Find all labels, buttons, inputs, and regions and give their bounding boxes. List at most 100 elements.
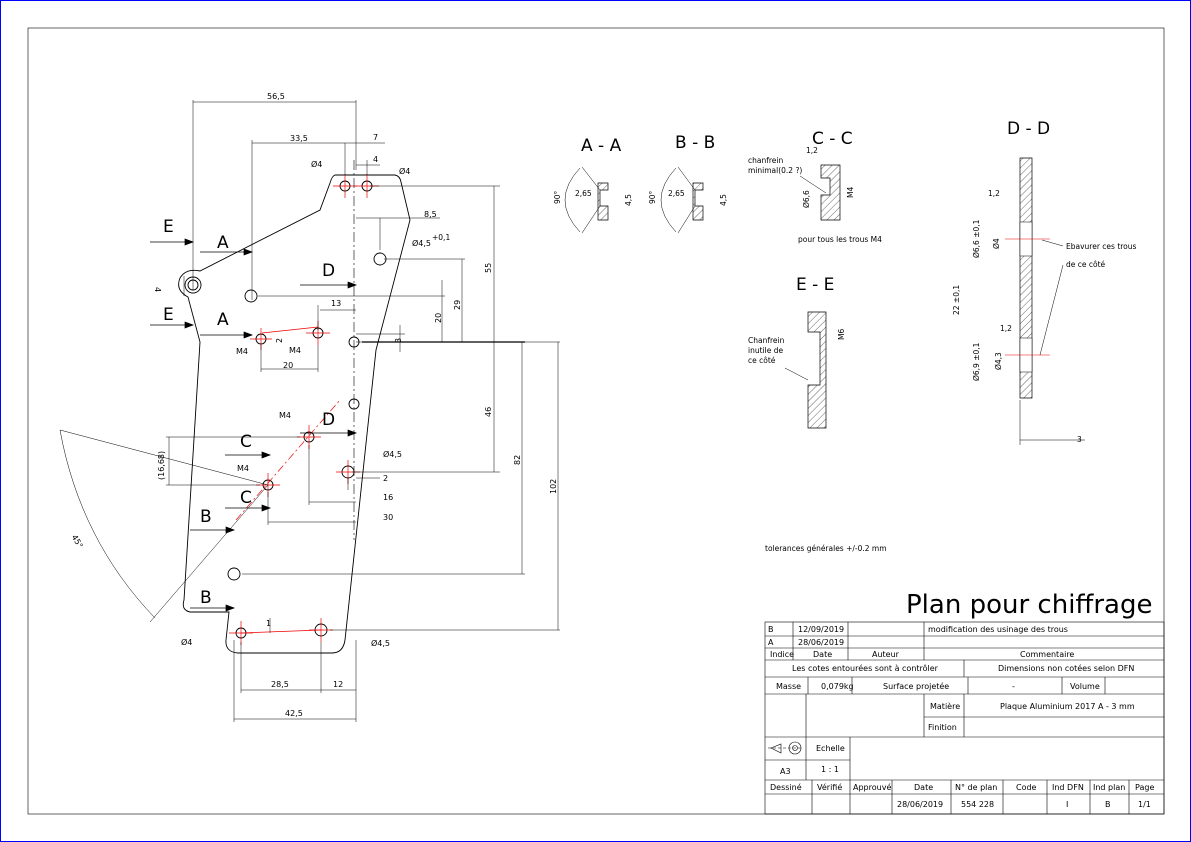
section-aa: A - A 90° 2,65 4,5	[553, 136, 633, 234]
label-E2: E	[163, 305, 174, 325]
surface-label: Surface projetée	[883, 681, 949, 691]
hole-centerlines	[229, 174, 379, 645]
dim-2: 2	[383, 474, 388, 483]
dim-33-5: 33,5	[290, 134, 308, 143]
part-view	[178, 174, 411, 654]
field-dessine: Dessiné	[770, 782, 802, 792]
dim-82: 82	[513, 455, 522, 465]
volume-label: Volume	[1070, 682, 1100, 691]
dim-46: 46	[484, 407, 493, 417]
rev-a-date: 28/06/2019	[798, 638, 844, 647]
value-indplan: B	[1105, 800, 1111, 809]
field-nplan: N° de plan	[955, 783, 997, 792]
dim-phi45-tol: +0,1	[432, 233, 450, 242]
label-D2: D	[322, 410, 335, 430]
section-aa-title: A - A	[581, 136, 622, 156]
field-indplan: Ind plan	[1093, 783, 1125, 792]
section-dd-note2: de ce côté	[1066, 260, 1106, 269]
dim-16-68: (16,68)	[157, 451, 166, 480]
rev-a-indice: A	[768, 638, 774, 647]
value-date: 28/06/2019	[897, 800, 943, 809]
dim-7: 7	[373, 133, 378, 142]
section-aa-height: 4,5	[624, 194, 633, 206]
dim-56-5: 56,5	[267, 92, 285, 101]
section-dd-d3: 3	[1077, 435, 1082, 444]
dim-phi45-hole-3: Ø4,5	[371, 638, 390, 648]
value-page: 1/1	[1138, 800, 1151, 809]
section-dd-title: D - D	[1007, 119, 1050, 139]
section-dd-phi66: Ø6,6 ±0,1	[972, 219, 981, 258]
value-nplan: 554 228	[961, 800, 994, 809]
label-E1: E	[163, 217, 174, 237]
note-dfn: Dimensions non cotées selon DFN	[998, 663, 1134, 673]
dimension-lines	[59, 100, 560, 722]
field-code: Code	[1016, 783, 1037, 792]
section-cc: C - C chanfrein minimal(0.2 ?) 1,2 Ø6,6 …	[748, 129, 882, 244]
dim-20-b: 20	[283, 361, 293, 370]
label-C1: C	[240, 432, 252, 452]
drawing-title: Plan pour chiffrage	[906, 590, 1152, 620]
dim-55: 55	[484, 263, 493, 273]
format-value: A3	[780, 767, 791, 776]
title-block: Plan pour chiffrage	[764, 590, 1165, 815]
section-labels: E E A A D D C C B B	[163, 217, 335, 608]
section-dd: D - D 1,2 Ø6,6 ±0,1 Ø4 22 ±0,1 1,2 Ø6,9 …	[952, 119, 1137, 445]
dim-2-b: 2	[275, 338, 284, 343]
section-dd-phi43: Ø4,3	[994, 352, 1003, 370]
dim-4: 4	[373, 155, 378, 164]
dim-phi4-b: Ø4	[399, 166, 410, 176]
section-dd-phi4: Ø4	[992, 238, 1001, 249]
section-aa-depth: 2,65	[575, 189, 592, 198]
hdr-commentaire: Commentaire	[1020, 650, 1074, 659]
section-cc-foot: pour tous les trous M4	[798, 235, 882, 244]
hdr-date: Date	[813, 650, 832, 659]
label-C2: C	[240, 488, 252, 508]
rev-b-comment: modification des usinage des trous	[928, 625, 1068, 634]
dimension-texts: 56,5 33,5 7 4 Ø4 Ø4 8,5 Ø4,5 +0,1 55 29 …	[70, 92, 558, 718]
section-bb-angle: 90°	[648, 190, 657, 204]
section-cc-m4: M4	[846, 187, 855, 198]
projection-symbol-icon	[768, 741, 803, 755]
dim-16: 16	[383, 493, 393, 502]
label-B2: B	[200, 588, 212, 608]
dim-phi45-hole-2: Ø4,5	[383, 449, 402, 459]
finition-label: Finition	[928, 723, 957, 732]
field-approuve: Approuvé	[853, 782, 891, 792]
dim-1: 1	[266, 619, 271, 628]
echelle-label: Echelle	[816, 744, 845, 753]
masse-value: 0,079kg	[821, 682, 854, 691]
section-ee: E - E Chanfrein inutile de ce côté M6	[748, 275, 846, 429]
label-A1: A	[217, 233, 229, 253]
echelle-value: 1 : 1	[821, 765, 839, 774]
section-cc-title: C - C	[812, 129, 853, 149]
surface-value: -	[1012, 682, 1015, 691]
section-dd-d22: 22 ±0,1	[952, 285, 961, 315]
dim-20: 20	[434, 313, 443, 323]
section-ee-title: E - E	[796, 275, 834, 295]
section-bb-depth: 2,65	[668, 189, 685, 198]
dim-m4-d: M4	[237, 464, 249, 473]
section-dd-d12b: 1,2	[1000, 324, 1012, 333]
dim-phi4-a: Ø4	[311, 159, 322, 169]
dim-phi45-hole: Ø4,5	[412, 238, 431, 248]
dim-m4-b: M4	[289, 346, 301, 355]
dim-m4-a: M4	[236, 347, 248, 356]
dim-3: 3	[394, 338, 403, 343]
field-page: Page	[1135, 783, 1154, 792]
matiere-value: Plaque Aluminium 2017 A - 3 mm	[1000, 702, 1135, 711]
hdr-auteur: Auteur	[872, 650, 900, 659]
section-ee-m6: M6	[837, 329, 846, 340]
rev-b-date: 12/09/2019	[798, 625, 844, 634]
value-inddfn: I	[1066, 800, 1068, 809]
section-ee-note2: inutile de	[748, 346, 783, 355]
dim-12: 12	[333, 680, 343, 689]
section-dd-d12a: 1,2	[988, 189, 1000, 198]
matiere-label: Matière	[930, 701, 960, 711]
dim-13: 13	[331, 299, 341, 308]
rev-b-indice: B	[768, 625, 774, 634]
section-bb-height: 4,5	[719, 194, 728, 206]
hdr-indice: Indice	[770, 650, 794, 659]
section-cc-phi: Ø6,6	[802, 190, 811, 208]
section-cc-note1: chanfrein	[748, 156, 783, 165]
